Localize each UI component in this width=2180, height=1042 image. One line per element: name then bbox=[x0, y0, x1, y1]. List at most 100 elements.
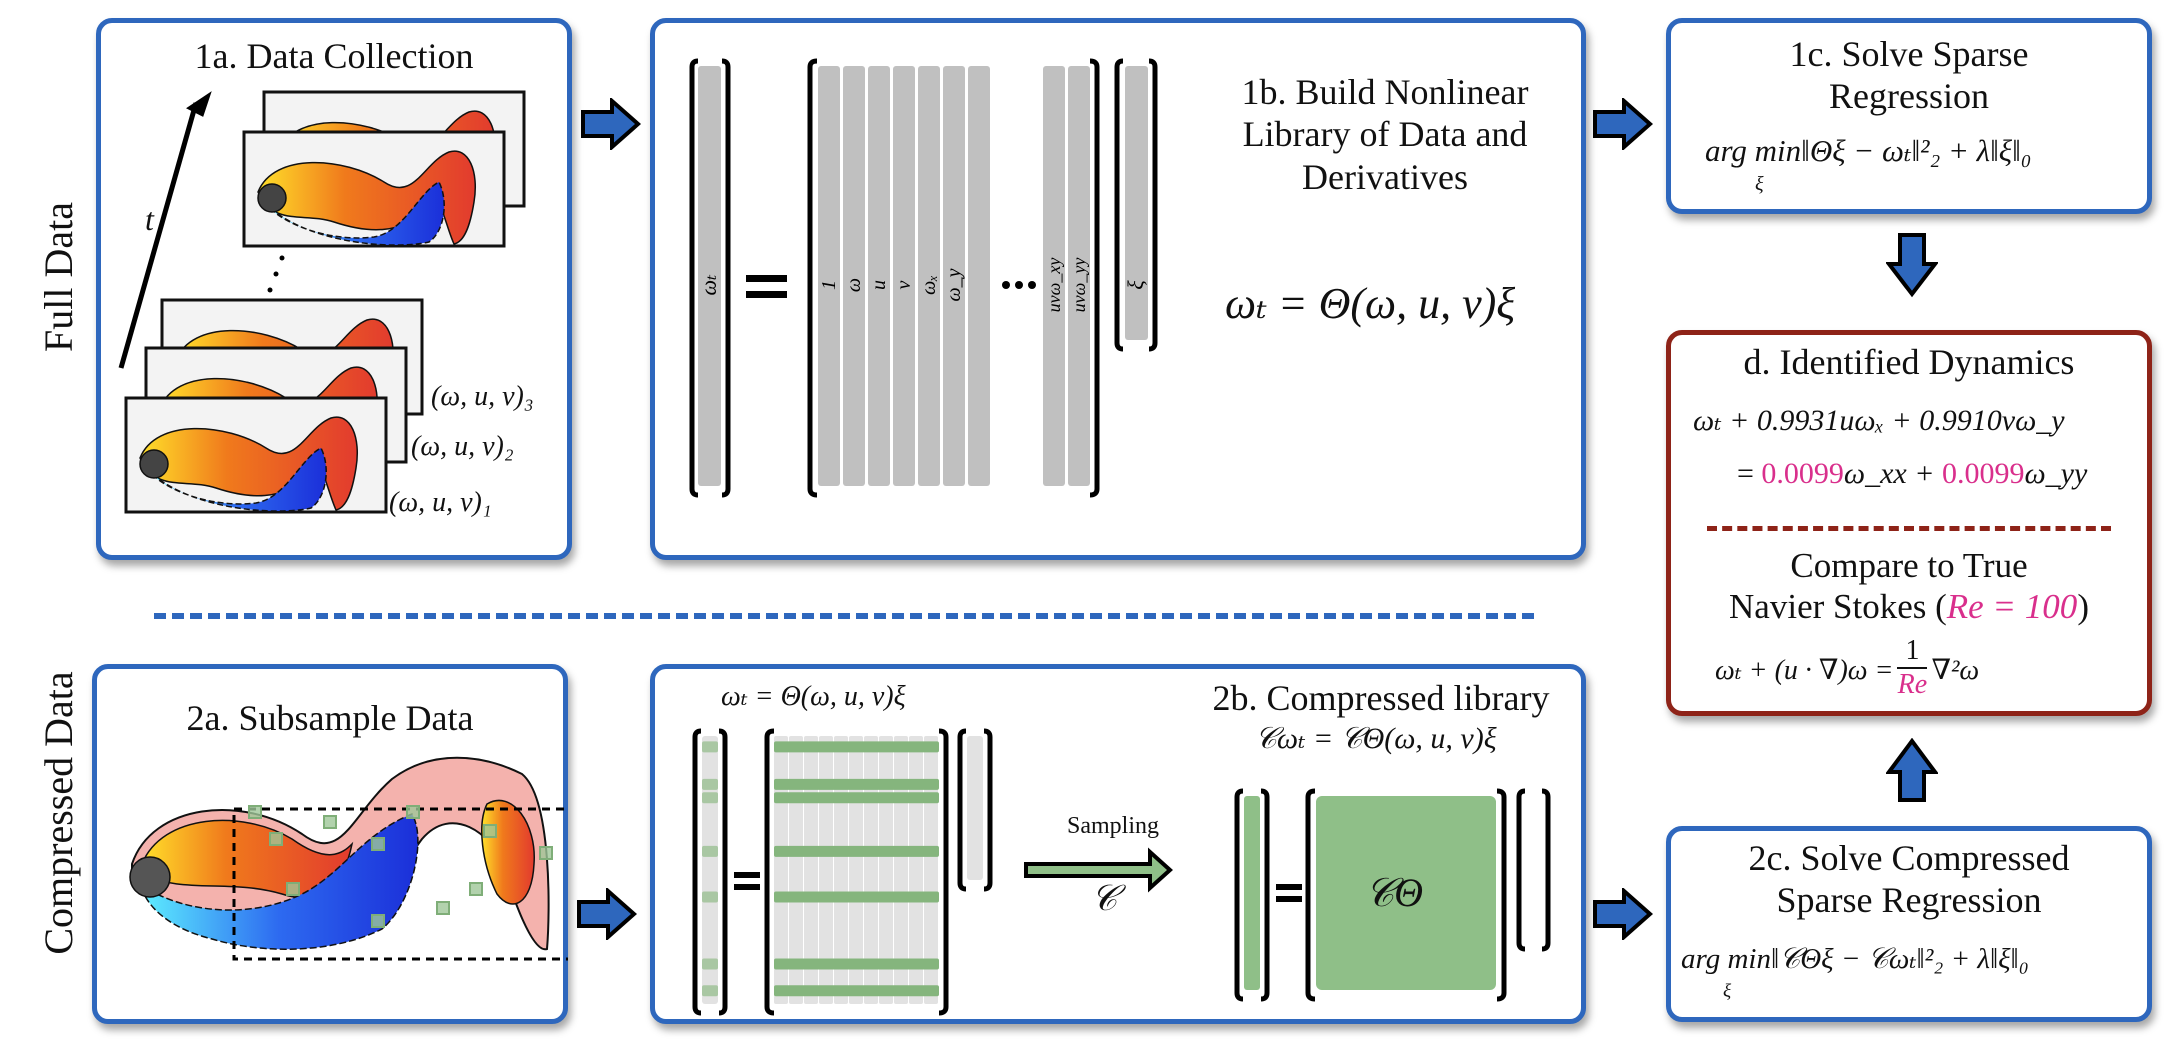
panel-2b-full-equation: ωₜ = Θ(ω, u, v)ξ bbox=[721, 681, 906, 712]
lhs-vector bbox=[698, 66, 721, 486]
compare-line-2: Navier Stokes (Re = 100) bbox=[1729, 587, 2089, 627]
coef-xx: 0.0099 bbox=[1761, 457, 1844, 490]
sample-point bbox=[371, 837, 385, 851]
library-column-label: ω bbox=[843, 278, 865, 292]
reynolds-number: Re = 100 bbox=[1946, 587, 2078, 627]
lhs-vector-label: ωₜ bbox=[696, 274, 721, 296]
compressed-library-matrix bbox=[1316, 796, 1496, 990]
time-axis-label: t bbox=[145, 201, 154, 237]
arrow-right-icon bbox=[1593, 888, 1654, 940]
library-column-label: u bbox=[868, 280, 890, 290]
sample-point bbox=[323, 815, 337, 829]
sampled-row bbox=[774, 792, 939, 804]
arrow-down-icon bbox=[1886, 233, 1938, 298]
panel-1b-title-line-2: Library of Data and bbox=[1242, 114, 1528, 155]
library-column bbox=[868, 66, 890, 486]
sample-point bbox=[539, 846, 553, 860]
panel-2b-compressed-equation: 𝒞ωₜ = 𝒞Θ(ω, u, v)ξ bbox=[1255, 722, 1497, 755]
panel-2b-compressed-library: ωₜ = Θ(ω, u, v)ξ 2b. Compressed library … bbox=[650, 664, 1586, 1024]
sampled-row bbox=[774, 985, 939, 997]
sampled-entry bbox=[702, 985, 718, 997]
panel-2c-argmin-subscript: ξ bbox=[1723, 981, 1732, 1002]
panel-2c-title-line-1: 2c. Solve Compressed bbox=[1748, 838, 2070, 878]
sampled-entry bbox=[702, 741, 718, 753]
identified-equation-line-1: ωₜ + 0.9931uωₓ + 0.9910vω_y bbox=[1693, 404, 2065, 437]
sampled-entry bbox=[702, 778, 718, 790]
library-column bbox=[918, 66, 940, 486]
term-yy: ω_yy bbox=[2024, 457, 2088, 490]
library-column-label: uvω_xy bbox=[1044, 258, 1064, 313]
library-column bbox=[818, 66, 840, 486]
ns-rhs: ∇²ω bbox=[1931, 655, 1980, 686]
panel-2a-title: 2a. Subsample Data bbox=[186, 698, 474, 738]
panel-1c-title-line-2: Regression bbox=[1829, 76, 1989, 117]
panel-1b-title-line-1: 1b. Build Nonlinear bbox=[1241, 72, 1529, 112]
panel-1c-title-line-1: 1c. Solve Sparse bbox=[1789, 34, 2029, 74]
library-column bbox=[843, 66, 865, 486]
ns-denominator: Re bbox=[1897, 669, 1928, 700]
sampled-row bbox=[774, 741, 939, 753]
row-label-full-data: Full Data bbox=[36, 202, 81, 352]
sampled-row bbox=[774, 845, 939, 857]
panel-2c-equation: arg min‖𝒞Θξ − 𝒞ωₜ‖²₂ + λ‖ξ‖₀ bbox=[1681, 943, 2029, 975]
compressed-lhs-vector bbox=[1244, 796, 1260, 990]
dashed-divider bbox=[1707, 526, 2111, 531]
sampled-entry bbox=[702, 958, 718, 970]
panel-1b-equation: ωₜ = Θ(ω, u, v)ξ bbox=[1225, 279, 1516, 328]
sampled-entry bbox=[702, 845, 718, 857]
sampling-operator: 𝒞 bbox=[1091, 878, 1118, 918]
sampled-row bbox=[774, 778, 939, 790]
coef-vector bbox=[1125, 66, 1148, 340]
panel-1b-title-line-3: Derivatives bbox=[1302, 156, 1468, 197]
panel-1c-equation: arg min‖Θξ − ωₜ‖²₂ + λ‖ξ‖₀ bbox=[1705, 133, 2032, 168]
ns-numerator: 1 bbox=[1897, 635, 1928, 669]
sample-point bbox=[483, 824, 497, 838]
compressed-system bbox=[692, 728, 1551, 1016]
snapshot-stack bbox=[118, 90, 526, 514]
arrow-up-icon bbox=[1886, 738, 1938, 802]
compare-heading: Compare to True Navier Stokes (Re = 100) bbox=[1671, 545, 2147, 628]
snapshot-label-1: (ω, u, v)₁ bbox=[389, 487, 492, 518]
sampling-arrow bbox=[1024, 847, 1173, 893]
panel-1c-sparse-regression: 1c. Solve Sparse Regression arg min‖Θξ −… bbox=[1666, 18, 2152, 214]
panel-1c-title: 1c. Solve Sparse Regression bbox=[1671, 33, 2147, 118]
panel-2a-subsample-data: 2a. Subsample Data bbox=[92, 664, 568, 1024]
library-column bbox=[943, 66, 965, 486]
identified-equation-line-2: = 0.0099ω_xx + 0.0099ω_yy bbox=[1737, 457, 2087, 491]
arrow-right-icon bbox=[577, 888, 638, 940]
sample-point bbox=[469, 882, 483, 896]
library-column-label: v bbox=[893, 280, 915, 289]
library-column bbox=[968, 66, 990, 486]
panel-1a-data-collection: 1a. Data Collection t (ω, u, v)₃ (ω, u, … bbox=[96, 18, 572, 560]
arrow-right-icon bbox=[581, 98, 642, 150]
sampled-row bbox=[774, 958, 939, 970]
panel-2c-title-line-2: Sparse Regression bbox=[1776, 880, 2042, 921]
library-column-label: 1 bbox=[818, 280, 840, 290]
ns-fraction: 1 Re bbox=[1897, 635, 1928, 701]
panel-1c-argmin-subscript: ξ bbox=[1755, 173, 1764, 195]
sample-point bbox=[371, 914, 385, 928]
term-xx: ω_xx + bbox=[1843, 457, 1942, 490]
sample-point bbox=[436, 901, 450, 915]
equals-sign: = bbox=[1737, 457, 1762, 490]
section-divider bbox=[154, 613, 1534, 619]
panel-d-identified-dynamics: d. Identified Dynamics ωₜ + 0.9931uωₓ + … bbox=[1666, 330, 2152, 716]
arrow-right-icon bbox=[1593, 98, 1654, 150]
row-label-compressed-data: Compressed Data bbox=[36, 671, 81, 955]
panel-1b-title: 1b. Build Nonlinear Library of Data and … bbox=[1185, 71, 1585, 198]
panel-1a-title: 1a. Data Collection bbox=[194, 36, 474, 76]
panel-2b-title: 2b. Compressed library bbox=[1212, 678, 1550, 718]
navier-stokes-equation: ωₜ + (u · ∇)ω = 1 Re ∇²ω bbox=[1715, 635, 1979, 701]
sampling-label: Sampling bbox=[1067, 813, 1160, 839]
sampled-entry bbox=[702, 792, 718, 804]
library-column-label: uvω_yy bbox=[1069, 258, 1089, 313]
library-column bbox=[1068, 66, 1090, 486]
sample-point bbox=[286, 882, 300, 896]
ns-lhs: ωₜ + (u · ∇)ω = bbox=[1715, 655, 1894, 686]
sampled-row bbox=[774, 891, 939, 903]
panel-2c-title: 2c. Solve Compressed Sparse Regression bbox=[1671, 837, 2147, 922]
coef-vector-label: ξ bbox=[1123, 280, 1148, 290]
sample-point bbox=[248, 805, 262, 819]
